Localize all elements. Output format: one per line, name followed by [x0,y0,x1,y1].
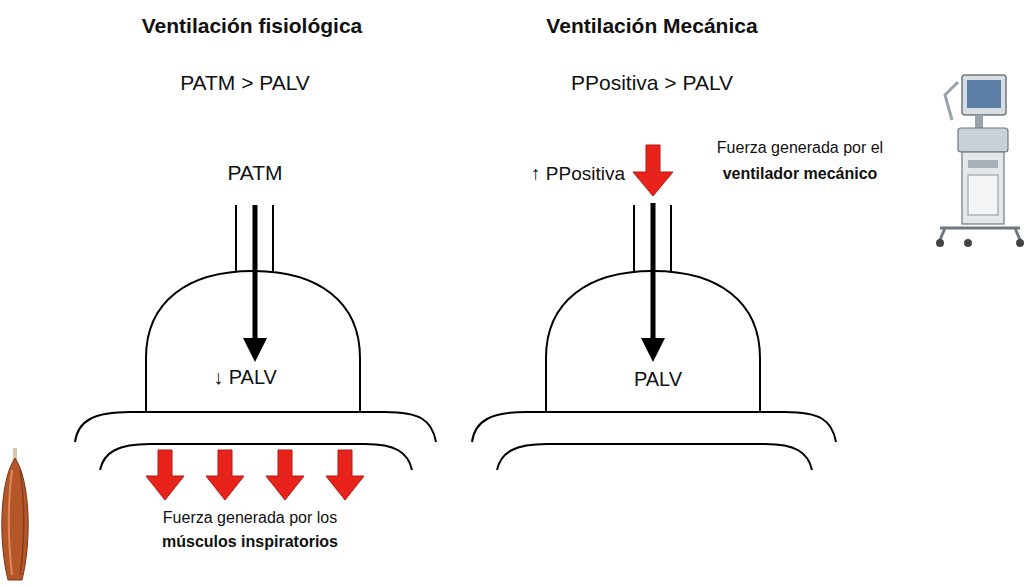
diaphragm [497,444,812,470]
dome-outline [145,270,361,412]
force-caption: ventilador mecánico [723,165,878,183]
muscle-force-arrows [146,450,364,500]
ventilator-force-arrow [633,145,673,196]
panel-heading: Ventilación fisiológica [142,14,363,38]
airway-wall [633,205,635,272]
pressure-relation: PATM > PALV [180,71,310,95]
airway-wall [235,205,237,272]
dome-outline [545,270,761,412]
muscle-illustration [2,448,28,580]
pressure-label: ↑ PPositiva [531,163,625,185]
ventilator-illustration [936,75,1024,247]
diaphragm [100,444,412,470]
alveolar-pressure: PALV [634,368,682,391]
diaphragm [472,412,836,442]
airflow-arrowhead [243,338,267,362]
airway-wall [670,205,672,272]
alveolar-pressure: ↓ PALV [213,366,277,389]
lung-dome: PALV [545,270,761,412]
lung-dome: ↓ PALV [145,270,361,412]
pressure-label: PATM [227,161,282,185]
airflow-arrow [651,203,656,342]
airflow-arrow [253,205,258,342]
airflow-arrowhead [641,338,665,362]
pressure-relation: PPositiva > PALV [571,71,733,95]
diaphragm [75,412,436,442]
force-caption: músculos inspiratorios [162,533,338,551]
panel-heading: Ventilación Mecánica [546,14,757,38]
force-caption: Fuerza generada por los [163,509,337,527]
force-caption: Fuerza generada por el [717,139,883,157]
airway-wall [272,205,274,272]
